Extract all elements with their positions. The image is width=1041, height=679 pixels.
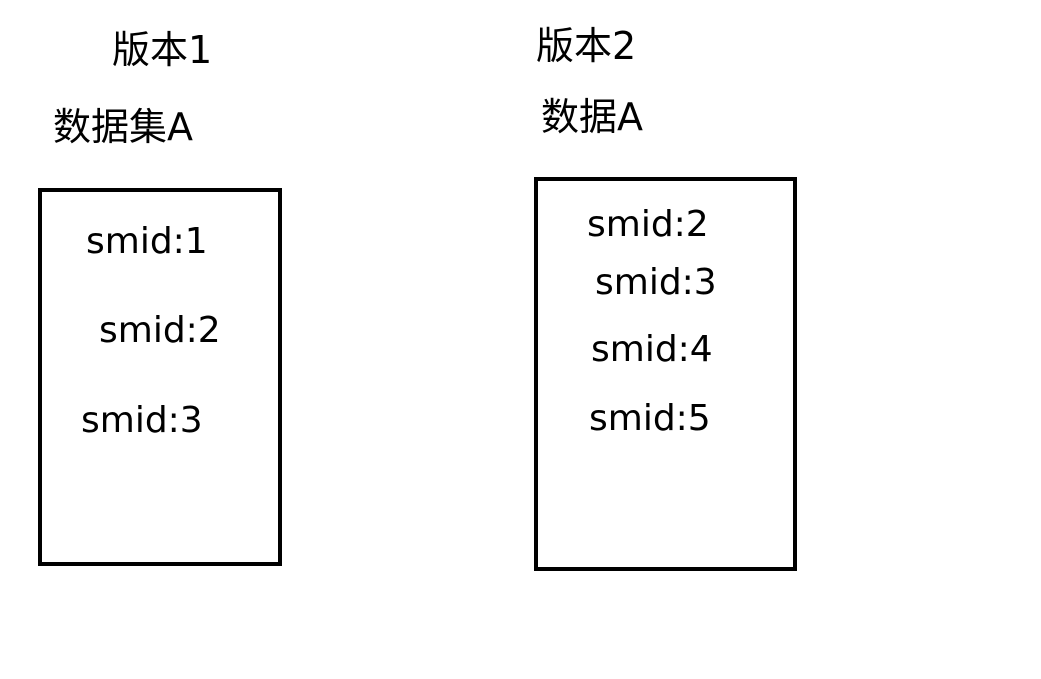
version2-item-4: smid:5 [589, 398, 711, 439]
version2-dataset-label: 数据A [541, 95, 643, 139]
version1-box: smid:1 smid:2 smid:3 [38, 188, 282, 566]
version1-item-2: smid:2 [99, 310, 221, 351]
version2-item-3: smid:4 [591, 329, 713, 370]
version1-title: 版本1 [112, 28, 213, 72]
version1-item-1: smid:1 [86, 221, 208, 262]
version2-box: smid:2 smid:3 smid:4 smid:5 [534, 177, 797, 571]
version2-title: 版本2 [536, 24, 637, 68]
version1-dataset-label: 数据集A [53, 105, 193, 149]
version2-item-2: smid:3 [595, 262, 717, 303]
version1-item-3: smid:3 [81, 400, 203, 441]
version2-item-1: smid:2 [587, 204, 709, 245]
